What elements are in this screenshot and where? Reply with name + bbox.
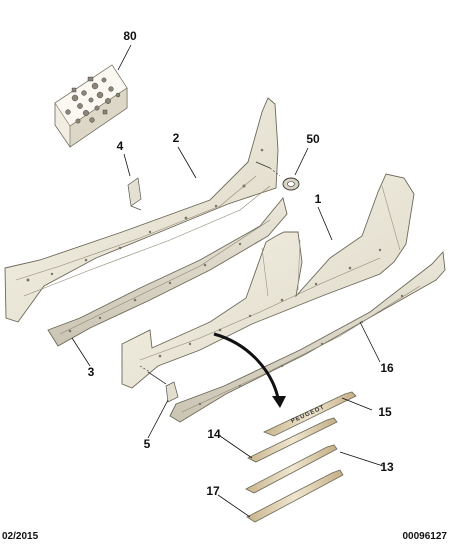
callout-17: 17 — [206, 484, 220, 498]
part-50-grommet — [255, 161, 300, 191]
callout-50: 50 — [306, 132, 320, 146]
callout-15: 15 — [378, 405, 392, 419]
callout-13: 13 — [380, 460, 394, 474]
part-3-sill-stiffener — [47, 197, 288, 347]
emblem-lettering: PEUGEOT — [290, 405, 326, 425]
callout-labels: 80 4 2 50 1 3 16 15 5 14 13 17 — [88, 29, 394, 498]
part-4-bracket — [127, 177, 142, 211]
callout-1: 1 — [315, 192, 322, 206]
part-1-outer-side-panel — [121, 173, 415, 389]
part-2-inner-sill-panel — [4, 97, 279, 323]
part-17-trim-strip — [246, 469, 344, 523]
callout-2: 2 — [173, 131, 180, 145]
callout-80: 80 — [123, 29, 137, 43]
part-5-clip — [139, 365, 179, 403]
part-13-trim-strip — [245, 444, 338, 494]
callout-4: 4 — [117, 139, 124, 153]
leader-lines — [71, 44, 384, 518]
callout-16: 16 — [380, 361, 394, 375]
part-80-fixings-kit — [54, 64, 128, 148]
callout-14: 14 — [207, 427, 221, 441]
footer-reference: 00096127 — [402, 531, 448, 542]
part-16-sill-trim — [169, 250, 446, 423]
callout-5: 5 — [144, 437, 151, 451]
part-14-trim-strip — [247, 417, 338, 463]
footer-date: 02/2015 — [2, 531, 39, 542]
pointer-arrow — [213, 332, 286, 408]
callout-3: 3 — [88, 365, 95, 379]
